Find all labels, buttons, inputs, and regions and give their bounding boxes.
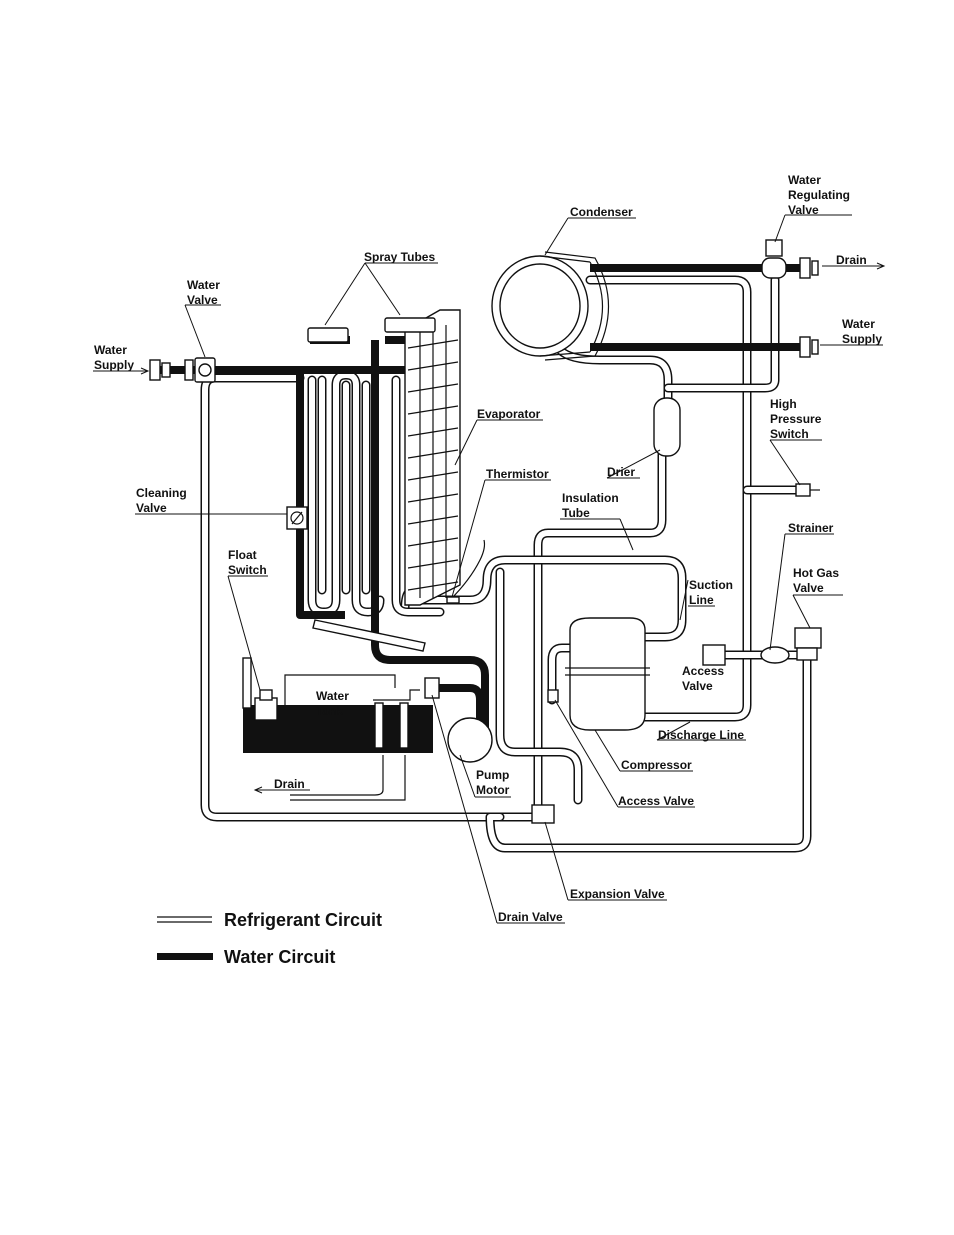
label-discharge-line: Discharge Line: [658, 728, 744, 742]
label-expansion-valve: Expansion Valve: [570, 887, 665, 901]
label-high-pressure-switch: High Pressure Switch: [770, 397, 825, 441]
condenser: [491, 251, 609, 361]
legend-refrigerant-label: Refrigerant Circuit: [224, 910, 382, 930]
evaporator: [307, 309, 461, 606]
expansion-valve: [531, 804, 555, 824]
label-drain-valve: Drain Valve: [498, 910, 563, 924]
drain-pan-tube: [312, 619, 426, 652]
right-fittings: [761, 239, 819, 358]
thermistor: [446, 539, 486, 604]
leader-lines: [93, 214, 886, 924]
label-access-valve-right: Access Valve: [682, 664, 727, 693]
label-suction-line: Suction Line: [689, 578, 736, 607]
label-compressor: Compressor: [621, 758, 692, 772]
label-hot-gas-valve: Hot Gas Valve: [793, 566, 842, 595]
compressor: [547, 617, 650, 731]
drier: [653, 397, 681, 457]
label-insulation-tube: Insulation Tube: [562, 491, 622, 520]
legend-water-label: Water Circuit: [224, 947, 335, 967]
legend: Refrigerant Circuit Water Circuit: [157, 910, 382, 967]
label-water-tank: Water Tank: [316, 689, 352, 718]
label-thermistor: Thermistor: [486, 467, 549, 481]
label-water-supply-left: Water Supply: [94, 343, 134, 372]
label-spray-tubes: Spray Tubes: [364, 250, 435, 264]
label-cleaning-valve: Cleaning Valve: [136, 486, 190, 515]
refrigerant-circuit: [200, 275, 812, 853]
label-evaporator: Evaporator: [477, 407, 541, 421]
label-strainer: Strainer: [788, 521, 834, 535]
valves-right: [702, 483, 822, 666]
label-water-supply-right: Water Supply: [842, 317, 882, 346]
label-water-regulating-valve: Water Regulating Valve: [788, 173, 853, 217]
legend-refrigerant: Refrigerant Circuit: [157, 910, 382, 930]
label-access-valve-bottom: Access Valve: [618, 794, 694, 808]
labels: Condenser Water Regulating Valve Drain S…: [94, 173, 882, 924]
pump-motor: [424, 677, 493, 763]
label-condenser: Condenser: [570, 205, 633, 219]
label-water-valve: Water Valve: [187, 278, 223, 307]
label-pump-motor: Pump Motor: [476, 768, 513, 797]
label-float-switch: Float Switch: [228, 548, 267, 577]
label-drain-top: Drain: [836, 253, 867, 267]
water-valve: [149, 357, 216, 383]
cleaning-valve: [286, 506, 308, 530]
legend-water: Water Circuit: [157, 947, 335, 967]
label-drain-bottom: Drain: [274, 777, 305, 791]
label-drier: Drier: [607, 465, 635, 479]
water-tank: [242, 657, 420, 801]
